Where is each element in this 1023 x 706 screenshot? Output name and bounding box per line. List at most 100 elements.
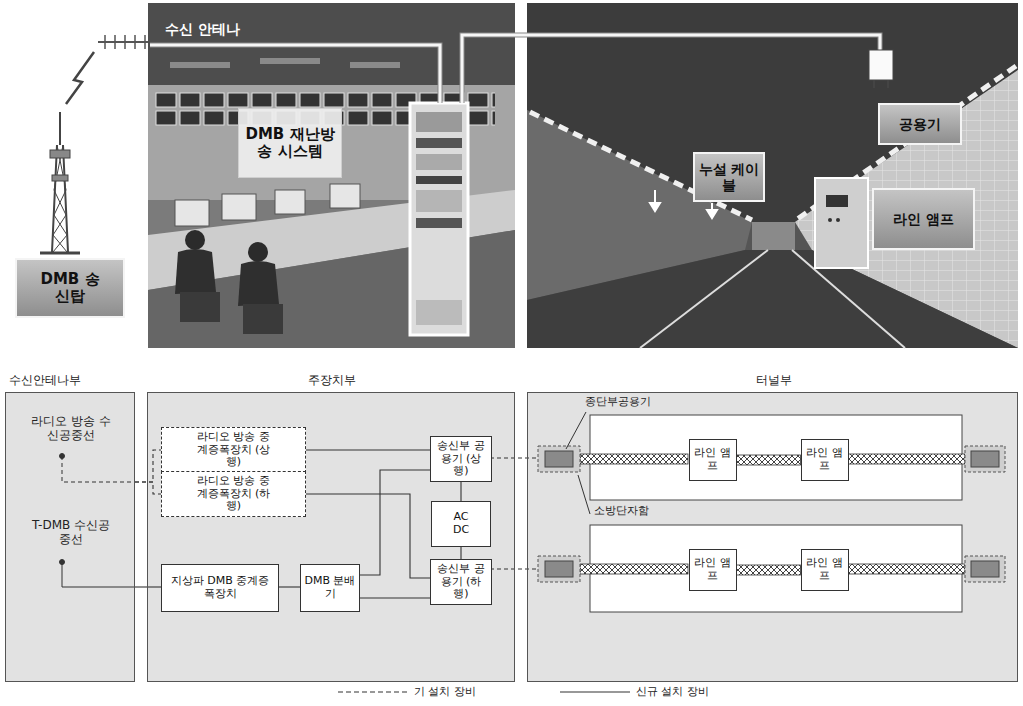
box-label: 라인 앰프	[805, 557, 845, 582]
transmitter-tower	[52, 145, 68, 252]
text-slot: 종단부공용기	[583, 396, 653, 409]
antenna-wire	[62, 562, 135, 587]
region-panel: 터널부라인 앰프라인 앰프라인 앰프라인 앰프	[527, 392, 1018, 682]
antenna-wire	[60, 454, 65, 459]
box-label: DMB 재난방송 시스템	[242, 126, 338, 161]
control-room-photo	[175, 249, 216, 294]
transmitter-tower	[40, 52, 94, 253]
panel-ground	[5, 392, 1018, 682]
existing-link	[490, 458, 538, 459]
line-amp-box: 라인 앰프	[689, 549, 737, 591]
signal-wire	[150, 45, 440, 103]
terminal-box	[538, 446, 1005, 582]
signal-wire	[150, 45, 440, 103]
box-label: 공용기	[899, 116, 941, 132]
line-amp-icon	[815, 178, 868, 268]
receive-antenna-symbol	[105, 35, 145, 49]
control-room-photo	[248, 242, 268, 262]
panel-ground	[5, 392, 135, 682]
equipment-rack	[416, 176, 462, 184]
transmitter-tower	[59, 112, 61, 145]
new-connector	[360, 597, 430, 598]
photo-label: 누설 케이블	[693, 152, 765, 202]
legend-item: 신규 설치 장비	[560, 686, 709, 699]
tunnel-photo	[527, 250, 1018, 348]
terminal-box	[971, 451, 999, 467]
device-box: 송신부 공용기 (상행)	[430, 436, 492, 482]
leaky-cable	[737, 565, 801, 575]
panel-heading: 터널부	[528, 374, 1019, 388]
coupler-icon	[874, 80, 888, 88]
legend-line-sample	[338, 686, 408, 698]
box-label: DMB 분배기	[304, 575, 356, 600]
control-room-photo	[180, 292, 220, 322]
leader-arrow	[707, 210, 717, 218]
equipment-rack	[416, 154, 462, 170]
transmitter-tower	[53, 145, 67, 252]
tunnel-photo	[640, 250, 768, 348]
text-slot: 수신안테나부	[9, 374, 133, 388]
control-room-photo	[185, 230, 205, 250]
new-connector	[360, 470, 430, 575]
legend-text: 기 설치 장비	[414, 686, 476, 699]
control-room-photo	[222, 194, 256, 220]
control-room-photo	[330, 184, 360, 208]
box-label: 라인 앰프	[805, 447, 845, 472]
new-connector	[279, 586, 300, 587]
region-panel: 주장치부라디오 방송 중계증폭장치 (상행)라디오 방송 중계증폭장치 (하행)…	[147, 392, 515, 682]
tunnel-photo	[752, 222, 795, 250]
receive-antenna-symbol	[98, 41, 150, 43]
equipment-rack	[410, 103, 468, 335]
new-connector	[460, 482, 461, 501]
equipment-rack	[416, 300, 462, 325]
photo-label: 공용기	[878, 103, 962, 145]
device-box: 송신부 공용기 (하행)	[430, 559, 492, 605]
region-panel: 수신안테나부라디오 방송 수신공중선T-DMB 수신공중선	[5, 392, 135, 682]
device-box: DMB 분배기	[300, 564, 360, 612]
callout-label: 소방단자함	[592, 505, 651, 518]
panel-ground	[147, 392, 515, 682]
existing-connector	[135, 450, 161, 482]
transmitter-tower	[52, 175, 68, 181]
control-room-photo	[275, 190, 305, 214]
tunnel-photo	[527, 3, 1018, 348]
photo-caption: 수신 안테나	[165, 21, 240, 37]
terminal-box	[545, 451, 573, 467]
box-label: 누설 케이블	[698, 161, 760, 193]
terminal-box	[965, 556, 1005, 582]
existing-link	[490, 458, 538, 569]
line-amp-icon	[815, 178, 868, 268]
text-slot: 라디오 방송 수신공중선	[31, 415, 111, 443]
panel-ground	[527, 392, 1018, 682]
terminal-box	[965, 446, 1005, 472]
legend-line-sample	[560, 692, 630, 693]
line-amp-icon	[828, 218, 832, 222]
control-room-photo	[170, 62, 230, 68]
existing-connector	[135, 482, 161, 494]
legend-line-sample	[338, 692, 408, 693]
text-slot: 소방단자함	[592, 505, 651, 518]
leader-line	[566, 412, 590, 514]
callout-label: 종단부공용기	[583, 396, 653, 409]
control-room-photo	[350, 62, 400, 68]
leaky-cable	[847, 564, 965, 574]
leaky-cable	[737, 455, 801, 465]
panel-heading: 주장치부	[148, 374, 516, 388]
leaky-cable	[580, 564, 688, 574]
equipment-rack	[416, 112, 462, 132]
text-slot: 터널부	[528, 374, 1019, 388]
terminal-box	[538, 446, 580, 472]
line-amp-box: 라인 앰프	[801, 439, 849, 481]
coupler-icon	[869, 50, 893, 88]
device-box: 라디오 방송 중계증폭장치 (하행)	[161, 471, 306, 517]
text-slot: 수신 안테나	[165, 21, 240, 37]
tunnel-photo	[527, 3, 1018, 348]
control-room-photo	[243, 304, 283, 334]
antenna-label: 라디오 방송 수신공중선	[31, 415, 111, 443]
system-label: DMB 재난방송 시스템	[238, 108, 342, 178]
line-amp-icon	[826, 195, 848, 207]
receive-antenna-symbol	[98, 35, 150, 49]
box-label: AC DC	[449, 511, 473, 536]
leader-arrow	[650, 203, 660, 211]
